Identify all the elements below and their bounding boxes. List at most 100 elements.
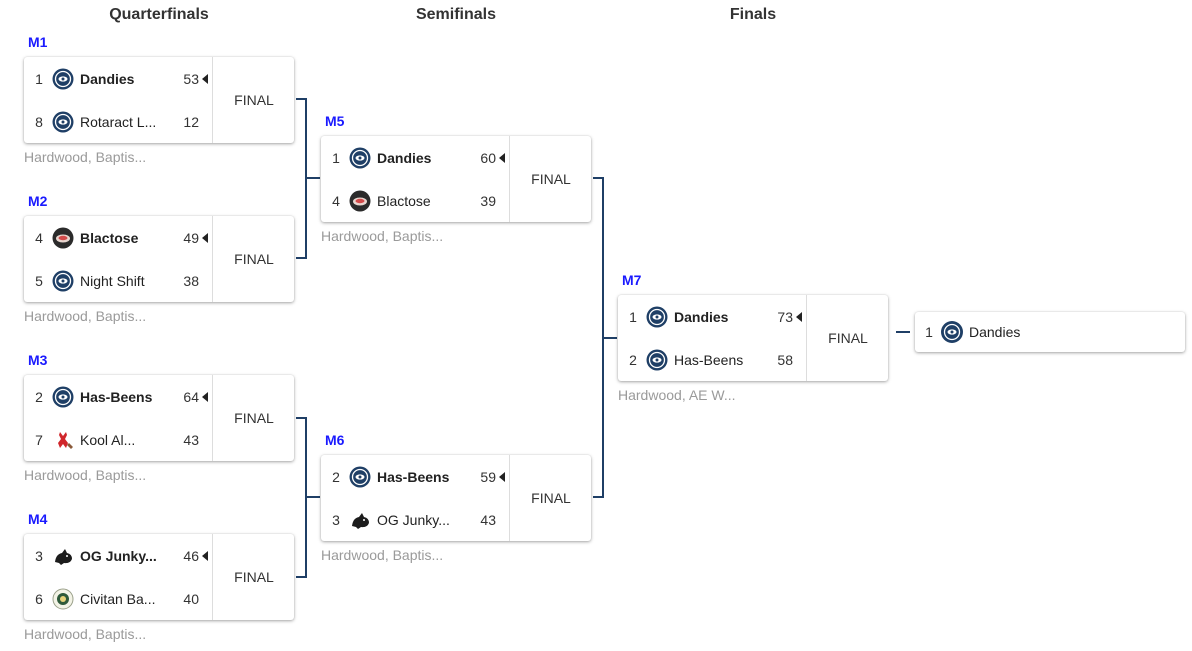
winner-marker-icon xyxy=(496,471,509,482)
eye-logo-icon xyxy=(52,111,74,133)
team-row-t1[interactable]: 2 Has-Beens 64 xyxy=(24,375,212,418)
team-row-t2[interactable]: 6 Civitan Ba... 40 xyxy=(24,577,212,620)
match-status: FINAL xyxy=(509,136,592,222)
team-row-t1[interactable]: 1 Dandies 60 xyxy=(321,136,509,179)
match-label-m6: M6 xyxy=(325,432,345,448)
team-seed: 7 xyxy=(35,431,43,448)
match-label-m7: M7 xyxy=(622,272,642,288)
match-teams: 1 Dandies 60 4 Blactose 39 xyxy=(321,136,509,222)
match-status: FINAL xyxy=(806,295,889,381)
team-name: Dandies xyxy=(377,149,432,166)
champion-slot[interactable]: 1 Dandies xyxy=(915,312,1185,352)
team-name: Dandies xyxy=(80,70,135,87)
round-title-quarterfinals: Quarterfinals xyxy=(109,6,209,23)
eye-logo-icon xyxy=(646,349,668,371)
match-venue[interactable]: Hardwood, Baptis... xyxy=(24,149,147,165)
champion-eye-logo-icon xyxy=(941,321,963,343)
match-teams: 3 OG Junky... 46 6 Civitan Ba... 40 xyxy=(24,534,212,620)
match-teams: 1 Dandies 73 2 Has-Beens 58 xyxy=(618,295,806,381)
team-row-t2[interactable]: 3 OG Junky... 43 xyxy=(321,498,509,541)
winner-marker-icon xyxy=(199,391,212,402)
match-venue[interactable]: Hardwood, AE W... xyxy=(618,387,736,403)
dish-logo-icon xyxy=(52,227,74,249)
eye-logo-icon xyxy=(646,306,668,328)
team-row-t2[interactable]: 4 Blactose 39 xyxy=(321,179,509,222)
team-score: 60 xyxy=(480,149,496,166)
match-teams: 2 Has-Beens 64 7 Kool Al... 43 xyxy=(24,375,212,461)
team-score: 49 xyxy=(183,229,199,246)
team-seed: 6 xyxy=(35,590,43,607)
team-seed: 3 xyxy=(35,547,43,564)
team-row-t2[interactable]: 8 Rotaract L... 12 xyxy=(24,100,212,143)
team-seed: 4 xyxy=(35,229,43,246)
round-title-semifinals: Semifinals xyxy=(415,6,497,23)
match-status: FINAL xyxy=(212,57,295,143)
match-teams: 4 Blactose 49 5 Night Shift 38 xyxy=(24,216,212,302)
round-title-finals: Finals xyxy=(729,6,777,23)
team-name: Blactose xyxy=(80,229,139,246)
match-venue[interactable]: Hardwood, Baptis... xyxy=(24,467,147,483)
match-teams: 2 Has-Beens 59 3 OG Junky... 43 xyxy=(321,455,509,541)
team-name: Blactose xyxy=(377,192,431,209)
team-seed: 2 xyxy=(629,351,637,368)
winner-marker-icon xyxy=(199,232,212,243)
badge-logo-icon xyxy=(52,588,74,610)
team-score: 38 xyxy=(183,272,199,289)
team-name: Dandies xyxy=(674,308,729,325)
match-label-m1: M1 xyxy=(28,34,48,50)
winner-marker-icon xyxy=(199,550,212,561)
match-label-m4: M4 xyxy=(28,511,48,527)
team-seed: 3 xyxy=(332,511,340,528)
team-name: Has-Beens xyxy=(377,468,450,485)
match-label-m3: M3 xyxy=(28,352,48,368)
match-card-m7[interactable]: 1 Dandies 73 2 Has-Beens 58 FINAL xyxy=(618,295,888,381)
team-row-t1[interactable]: 1 Dandies 53 xyxy=(24,57,212,100)
match-card-m3[interactable]: 2 Has-Beens 64 7 Kool Al... 43 FINAL xyxy=(24,375,294,461)
match-card-m6[interactable]: 2 Has-Beens 59 3 OG Junky... 43 FINAL xyxy=(321,455,591,541)
team-seed: 2 xyxy=(35,388,43,405)
match-venue[interactable]: Hardwood, Baptis... xyxy=(321,228,444,244)
team-row-t1[interactable]: 1 Dandies 73 xyxy=(618,295,806,338)
team-row-t2[interactable]: 7 Kool Al... 43 xyxy=(24,418,212,461)
eye-logo-icon xyxy=(52,68,74,90)
team-name: Kool Al... xyxy=(80,431,136,448)
team-seed: 5 xyxy=(35,272,43,289)
red-figure-logo-icon xyxy=(52,429,74,451)
match-status: FINAL xyxy=(212,216,295,302)
match-status: FINAL xyxy=(212,375,295,461)
team-row-t2[interactable]: 2 Has-Beens 58 xyxy=(618,338,806,381)
team-name: Night Shift xyxy=(80,272,145,289)
team-score: 43 xyxy=(183,431,199,448)
team-row-t2[interactable]: 5 Night Shift 38 xyxy=(24,259,212,302)
match-venue[interactable]: Hardwood, Baptis... xyxy=(321,547,444,563)
match-venue[interactable]: Hardwood, Baptis... xyxy=(24,308,147,324)
team-row-t1[interactable]: 2 Has-Beens 59 xyxy=(321,455,509,498)
team-score: 73 xyxy=(777,308,793,325)
match-card-m2[interactable]: 4 Blactose 49 5 Night Shift 38 FINAL xyxy=(24,216,294,302)
match-card-m4[interactable]: 3 OG Junky... 46 6 Civitan Ba... 40 FINA… xyxy=(24,534,294,620)
team-score: 40 xyxy=(183,590,199,607)
team-name: Rotaract L... xyxy=(80,113,157,130)
team-row-t1[interactable]: 4 Blactose 49 xyxy=(24,216,212,259)
team-score: 64 xyxy=(183,388,199,405)
match-status: FINAL xyxy=(212,534,295,620)
match-teams: 1 Dandies 53 8 Rotaract L... 12 xyxy=(24,57,212,143)
team-name: Civitan Ba... xyxy=(80,590,156,607)
team-name: Has-Beens xyxy=(80,388,153,405)
team-score: 39 xyxy=(480,192,496,209)
dog-logo-icon xyxy=(349,509,371,531)
team-seed: 2 xyxy=(332,468,340,485)
team-seed: 8 xyxy=(35,113,43,130)
team-seed: 1 xyxy=(629,308,637,325)
match-card-m5[interactable]: 1 Dandies 60 4 Blactose 39 FINAL xyxy=(321,136,591,222)
team-name: OG Junky... xyxy=(377,511,450,528)
team-seed: 1 xyxy=(332,149,340,166)
team-score: 58 xyxy=(777,351,793,368)
match-venue[interactable]: Hardwood, Baptis... xyxy=(24,626,147,642)
eye-logo-icon xyxy=(52,386,74,408)
dish-logo-icon xyxy=(349,190,371,212)
match-label-m5: M5 xyxy=(325,113,345,129)
team-row-t1[interactable]: 3 OG Junky... 46 xyxy=(24,534,212,577)
team-score: 59 xyxy=(480,468,496,485)
match-card-m1[interactable]: 1 Dandies 53 8 Rotaract L... 12 FINAL xyxy=(24,57,294,143)
